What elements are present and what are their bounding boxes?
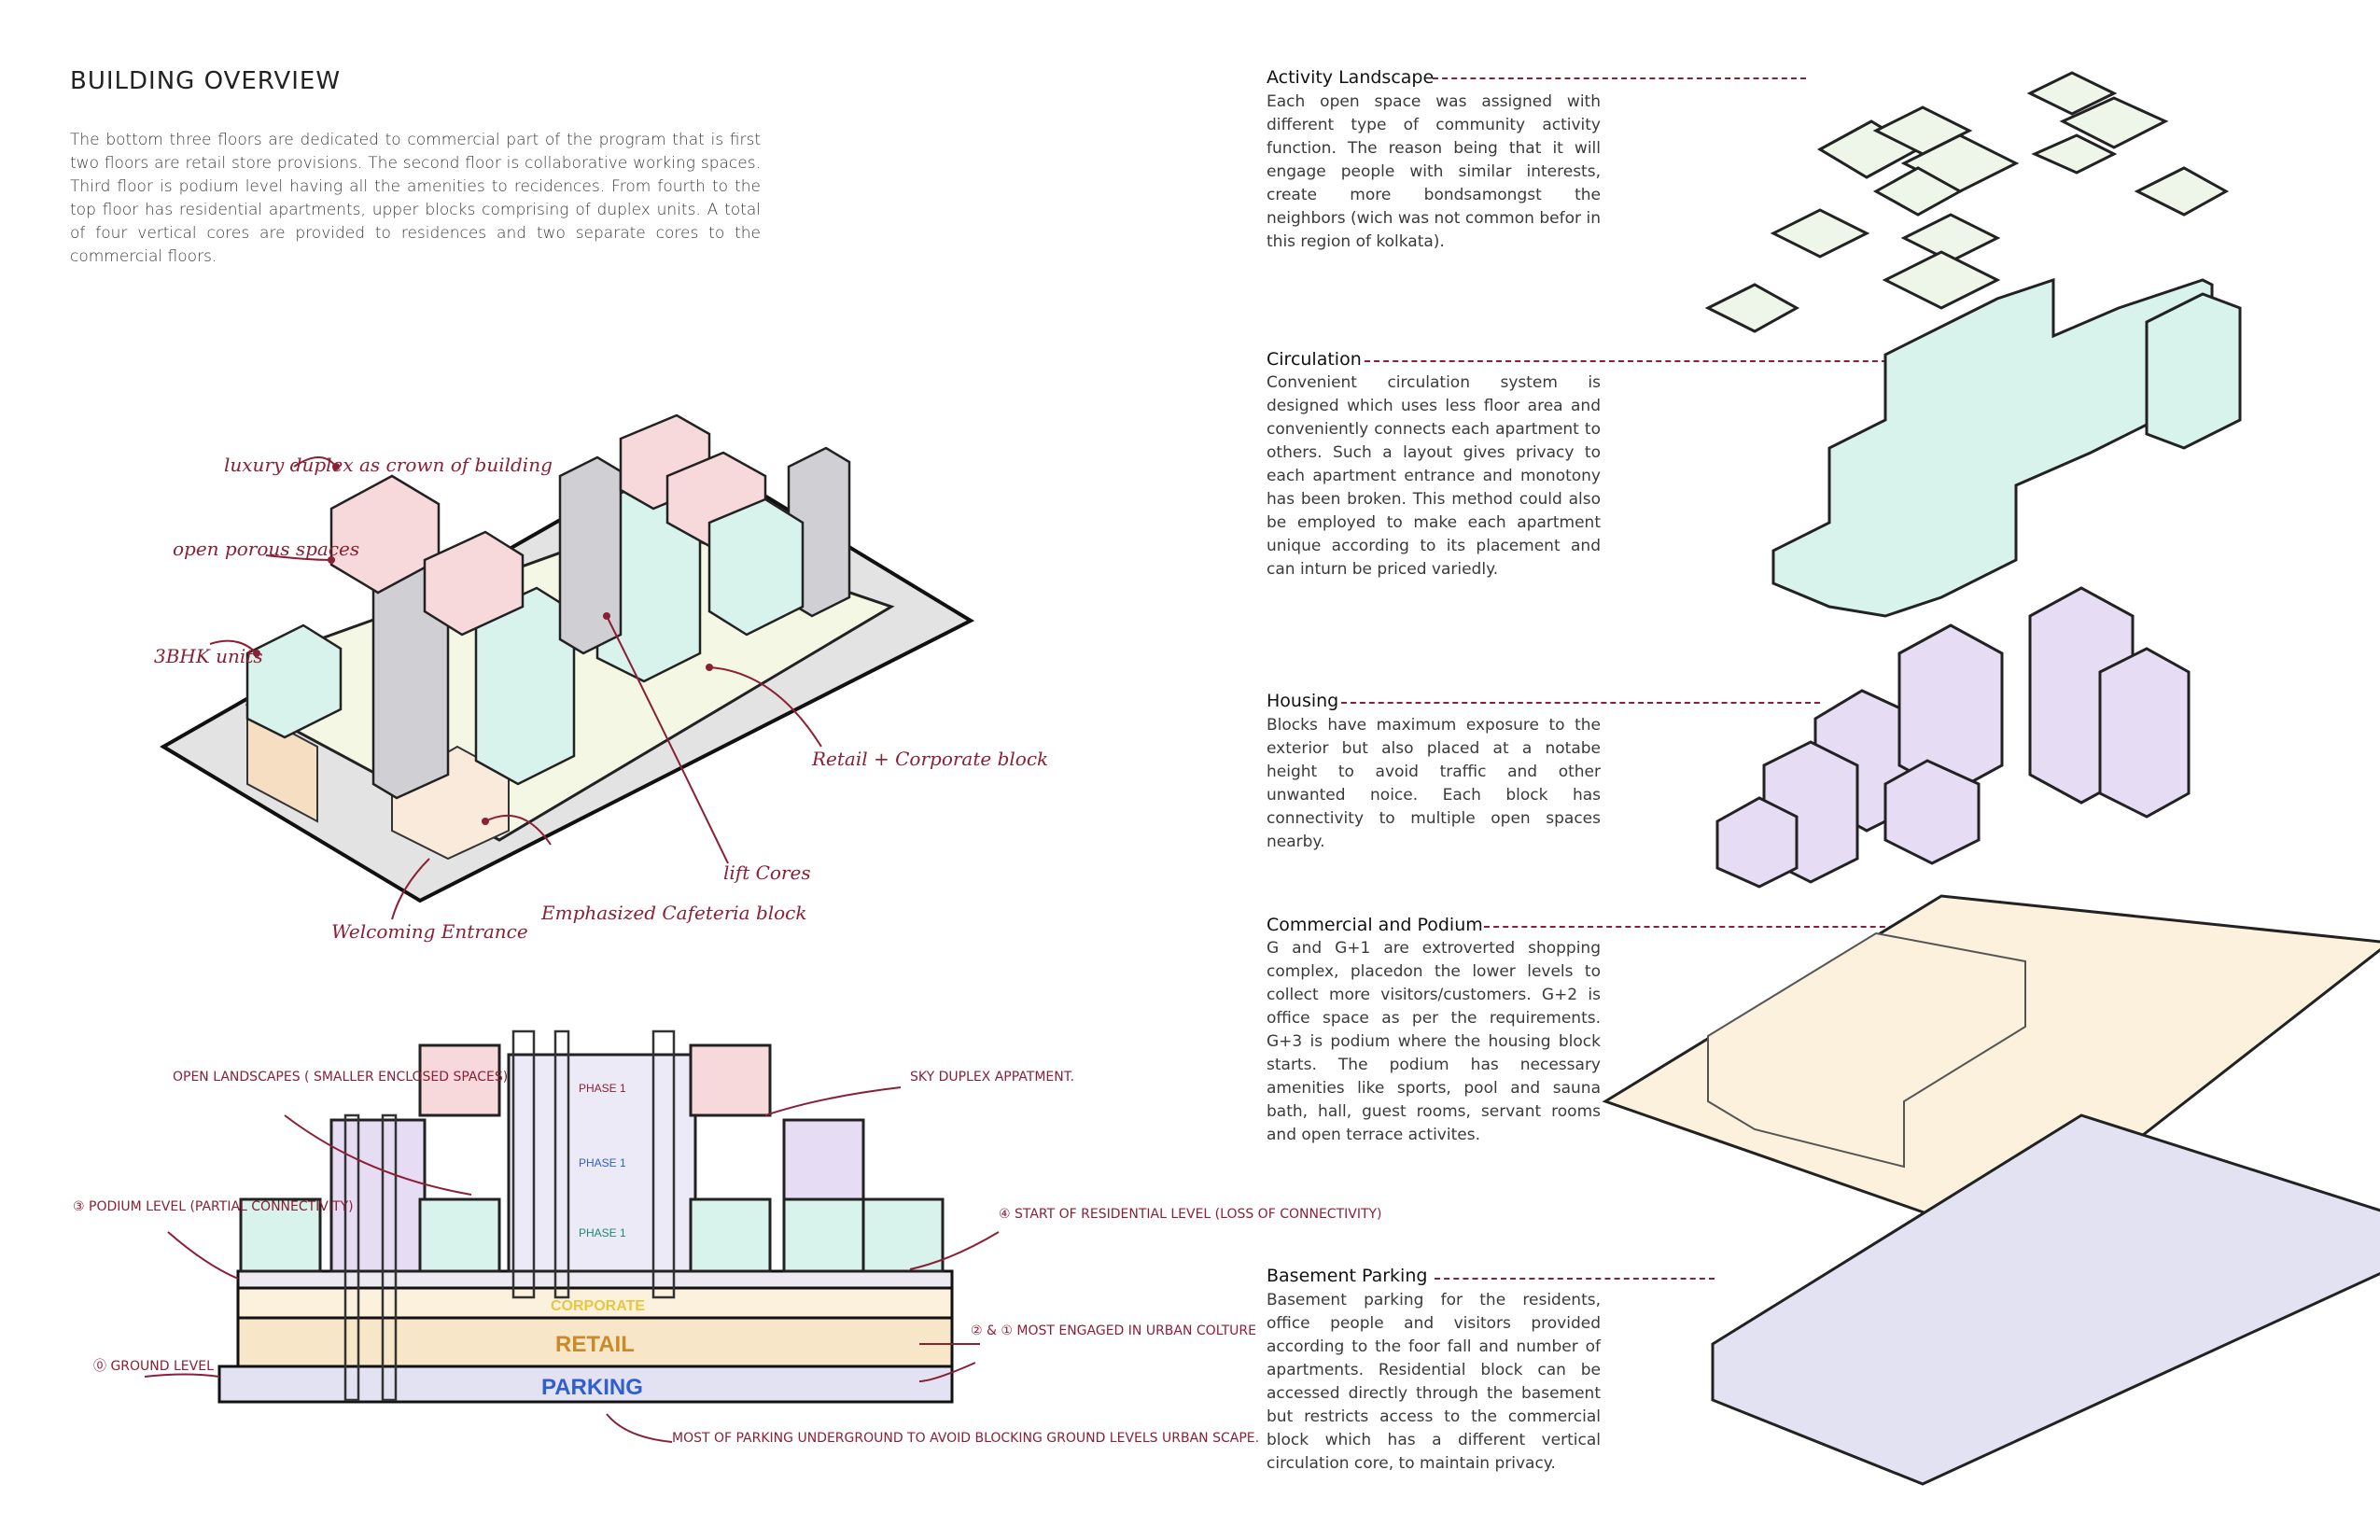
sketch-retail-block-1 xyxy=(246,707,318,823)
activity-body: Each open space was assigned with differ… xyxy=(1267,92,1601,251)
section-label-podium: ③ PODIUM LEVEL (PARTIAL CONNECTIVITY) xyxy=(73,1199,354,1214)
basement-title: Basement Parking xyxy=(1267,1266,1428,1286)
activity-leader xyxy=(1433,77,1806,79)
sketch-tower-mint-2 xyxy=(474,586,576,786)
section-label-parking-note: MOST OF PARKING UNDERGROUND TO AVOID BLO… xyxy=(672,1431,1259,1446)
section-label-sky-duplex: SKY DUPLEX APPATMENT. xyxy=(910,1070,1074,1085)
section-core-2 xyxy=(381,1113,398,1402)
section-core-1 xyxy=(343,1113,360,1402)
section-phase-2: PHASE 1 xyxy=(579,1156,626,1169)
section-label-open-landscapes: OPEN LANDSCAPES ( SMALLER ENCLOSED SPACE… xyxy=(173,1070,508,1085)
landscape-tile-12 xyxy=(1704,283,1800,333)
commercial-leader xyxy=(1484,926,1904,928)
landscape-tile-11 xyxy=(1882,250,2001,310)
section-block-8 xyxy=(782,1118,865,1201)
sketch-label-lift: lift Cores xyxy=(723,861,811,884)
activity-title: Activity Landscape xyxy=(1267,67,1435,88)
exploded-axonometric xyxy=(1602,71,2380,1486)
section-block-4 xyxy=(418,1043,501,1117)
housing-block-2 xyxy=(1897,623,2004,795)
sketch-label-entrance: Welcoming Entrance xyxy=(331,920,528,943)
section-label-ground: ⓪ GROUND LEVEL xyxy=(93,1359,214,1374)
landscape-tile-8 xyxy=(1872,166,1964,217)
section-sketch: PHASE 1 PHASE 1 PHASE 1 CORPORATE RETAIL… xyxy=(73,1029,1382,1446)
section-phase-3: PHASE 1 xyxy=(579,1226,626,1239)
landscape-tile-10 xyxy=(1900,213,2001,263)
section-floor-retail: RETAIL xyxy=(555,1332,635,1357)
circulation-body: Convenient circulation system is designe… xyxy=(1267,373,1601,579)
sketch-tower-grey-2 xyxy=(558,455,623,655)
section-core-4 xyxy=(553,1029,570,1299)
page-title: BUILDING OVERVIEW xyxy=(70,67,342,95)
massing-sketch: luxury duplex as crown of building open … xyxy=(154,413,1048,943)
housing-block-4 xyxy=(1883,759,1981,865)
commercial-title: Commercial and Podium xyxy=(1267,915,1483,935)
circulation-wing xyxy=(2145,292,2242,450)
section-retail-floor xyxy=(236,1316,954,1368)
section-core-3 xyxy=(511,1029,536,1299)
sketch-label-retail: Retail + Corporate block xyxy=(811,748,1048,770)
sketch-label-open: open porous spaces xyxy=(173,538,359,560)
housing-leader xyxy=(1341,702,1820,704)
section-block-6 xyxy=(689,1197,772,1273)
circulation-core xyxy=(1771,277,2214,618)
sketch-duplex-pink-2 xyxy=(423,530,525,637)
landscape-tile-6 xyxy=(2031,133,2118,175)
section-phase-1: PHASE 1 xyxy=(579,1082,626,1095)
section-parking-floor xyxy=(217,1365,954,1404)
section-label-residential: ④ START OF RESIDENTIAL LEVEL (LOSS OF CO… xyxy=(999,1207,1382,1222)
circulation-title: Circulation xyxy=(1267,349,1362,370)
basement-slab xyxy=(1711,1113,2380,1486)
sketch-label-bhk: 3BHK units xyxy=(154,645,263,667)
sketch-tower-mint-4 xyxy=(707,497,805,637)
intro-paragraph: The bottom three floors are dedicated to… xyxy=(70,131,761,266)
landscape-tile-9 xyxy=(1770,208,1870,259)
section-block-9 xyxy=(782,1197,865,1273)
sketch-label-cafeteria: Emphasized Cafeteria block xyxy=(540,902,807,924)
section-core-5 xyxy=(651,1029,676,1299)
landscape-tile-4 xyxy=(2026,71,2118,116)
sketch-label-luxury: luxury duplex as crown of building xyxy=(224,454,553,476)
circulation-leader xyxy=(1365,360,1897,362)
section-block-2 xyxy=(329,1118,427,1273)
housing-block-7 xyxy=(2098,647,2191,819)
podium-buildings xyxy=(1707,931,2026,1169)
commercial-body: G and G+1 are extroverted shopping compl… xyxy=(1267,939,1601,1144)
basement-body: Basement parking for the residents, offi… xyxy=(1267,1291,1601,1473)
section-floor-corporate: CORPORATE xyxy=(551,1298,645,1314)
section-block-7 xyxy=(689,1043,772,1117)
section-label-engaged: ② & ① MOST ENGAGED IN URBAN COLTURE xyxy=(971,1323,1256,1338)
section-block-10 xyxy=(861,1197,945,1273)
sketch-tower-mint-1 xyxy=(245,623,343,739)
section-block-5 xyxy=(507,1053,697,1273)
section-block-1 xyxy=(239,1197,322,1273)
section-block-3 xyxy=(418,1197,501,1273)
basement-leader xyxy=(1435,1278,1715,1280)
landscape-tile-5 xyxy=(2059,96,2169,149)
landscape-tile-7 xyxy=(2134,166,2230,217)
section-corporate-floor xyxy=(236,1286,954,1320)
housing-title: Housing xyxy=(1267,691,1339,711)
housing-block-5 xyxy=(1715,796,1799,889)
housing-body: Blocks have maximum exposure to the exte… xyxy=(1267,716,1601,851)
section-floor-parking: PARKING xyxy=(541,1375,643,1400)
